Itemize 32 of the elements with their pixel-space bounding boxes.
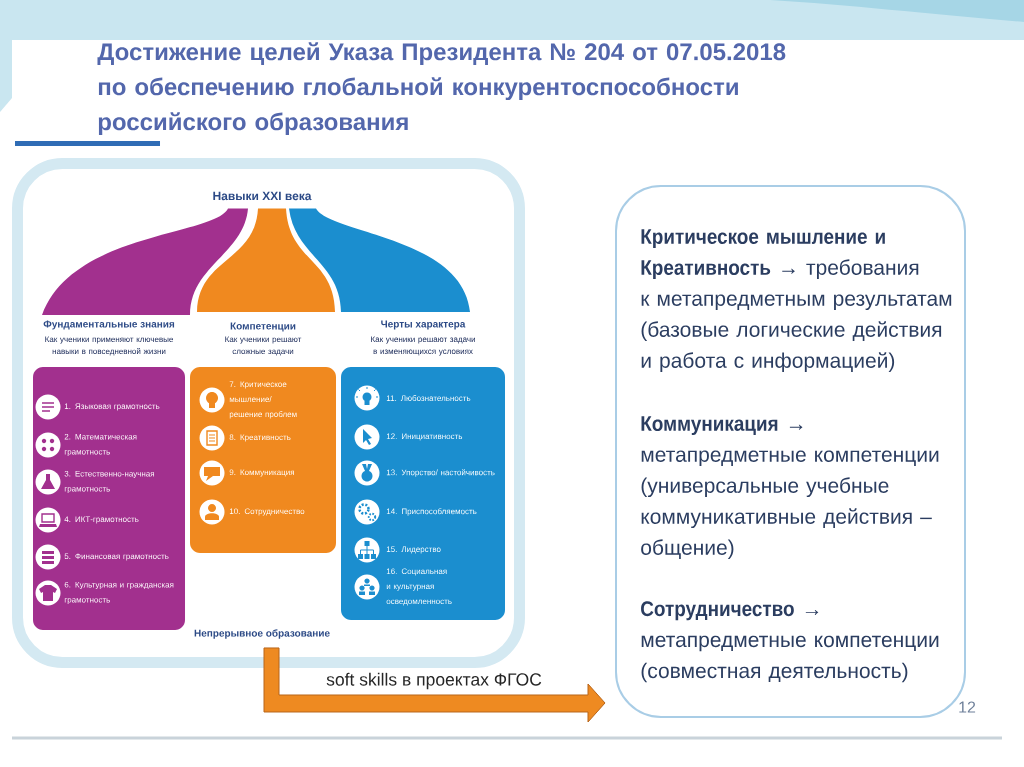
list-item: 7. Критическое мышление/ решение проблем [229,381,297,419]
heading: Навыки XXI века [213,191,312,201]
list-item: 8. Креативность [229,434,291,442]
ribbon [42,208,248,315]
column-heading: Фундаментальные знания [43,320,175,330]
list-item: 3. Естественно-научная грамотность [64,470,155,494]
list-item: 10. Сотрудничество [229,508,305,516]
list-item: 11. Любознательность [386,395,471,401]
list-item: 15. Лидерство [386,546,441,554]
title: Достижение целей Указа Президента № 204 от 07.05.2018 по обеспечению глобальной конкурентоспособности российского образования [97,42,786,136]
column-subheading: Как ученики применяют ключевые навыки в повседневной жизни [45,336,173,356]
paragraph: Сотрудничество → метапредметные компетенции (совместная деятельность) [641,601,939,683]
list-item: 12. Инициативность [386,433,463,441]
ribbon [289,208,470,312]
list-item: 16. Социальная и культурная осведомленность [386,568,452,606]
column-heading: Компетенции [230,322,296,332]
list-item: 13. Упорство/ настойчивость [386,469,495,477]
paragraph: Критическое мышление и Креативность → требования к метапредметным результатам (базовые логические действия и работа с информацией) [641,229,952,373]
column-heading: Черты характера [381,320,466,330]
list-item: 9. Коммуникация [229,469,294,477]
ribbon [197,208,335,312]
list-item: 5. Финансовая грамотность [64,553,169,561]
list-item: 1. Языковая грамотность [64,403,160,411]
page-number: 12 [959,701,976,713]
list-item: 4. ИКТ-грамотность [64,516,139,524]
list-item: 6. Культурная и гражданская грамотность [64,581,174,605]
paragraph: Коммуникация → метапредметные компетенции (универсальные учебные коммуникативные действия – общение) [641,416,939,560]
section-label: Непрерывное образование [194,629,330,639]
list-item: 2. Математическая грамотность [64,433,137,457]
column-subheading: Как ученики решают задачи в изменяющихся условиях [371,336,475,356]
column-subheading: Как ученики решают сложные задачи [225,336,302,356]
list-item: 14. Приспособляемость [386,508,477,516]
